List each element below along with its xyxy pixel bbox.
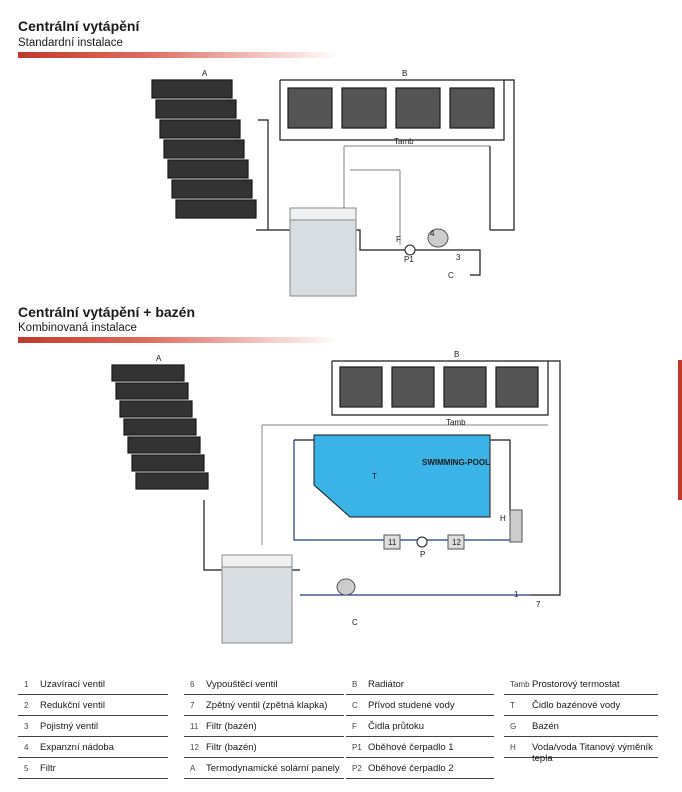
label-p1: P1 (404, 255, 414, 264)
label-swimming-pool: SWIMMING-POOL (422, 458, 490, 467)
heat-pump-unit-2 (221, 554, 293, 644)
label-tamb2: Tamb (446, 418, 466, 427)
label-n4: 4 (430, 229, 435, 238)
solar-panels-a (151, 79, 257, 219)
filter-12 (447, 534, 465, 550)
label-b2: B (454, 350, 459, 359)
section2-title: Centrální vytápění + bazén (18, 304, 195, 320)
radiators-b2 (339, 366, 539, 408)
label-tamb: Tamb (394, 137, 414, 146)
section1-title: Centrální vytápění (18, 18, 140, 34)
label-a2: A (156, 354, 162, 363)
pump-p (416, 536, 428, 548)
label-n11: 11 (388, 538, 397, 547)
label-n12: 12 (452, 538, 461, 547)
heat-pump-unit (289, 207, 357, 297)
label-n3: 3 (456, 253, 461, 262)
section2-subtitle: Kombinovaná instalace (18, 322, 137, 334)
section1-subtitle: Standardní instalace (18, 37, 123, 49)
label-c2: C (352, 618, 358, 627)
radiators-b (287, 87, 495, 129)
label-f: F (396, 235, 401, 244)
label-b: B (402, 69, 407, 78)
label-h: H (500, 514, 506, 523)
label-p: P (420, 550, 425, 559)
solar-panels-a2 (111, 364, 209, 490)
label-n1-2: 1 (514, 590, 519, 599)
heat-exchanger-h (509, 509, 523, 543)
label-t: T (372, 472, 377, 481)
label-n7-2: 7 (536, 600, 541, 609)
pump-p1 (404, 244, 416, 256)
swimming-pool (313, 434, 491, 518)
section1-underline (18, 52, 338, 58)
expansion-vessel-2 (336, 578, 356, 596)
section2-underline (18, 337, 338, 343)
side-accent-bar (678, 360, 682, 500)
diagram-combined-installation: A B Tamb SWIMMING-POOL T H P 11 12 C 1 7 (111, 350, 561, 644)
label-c: C (448, 271, 454, 280)
label-a: A (202, 69, 208, 78)
expansion-vessel (427, 228, 449, 248)
filter-11 (383, 534, 401, 550)
diagram-standard-installation: A B Tamb F P1 C 4 3 (151, 69, 515, 297)
